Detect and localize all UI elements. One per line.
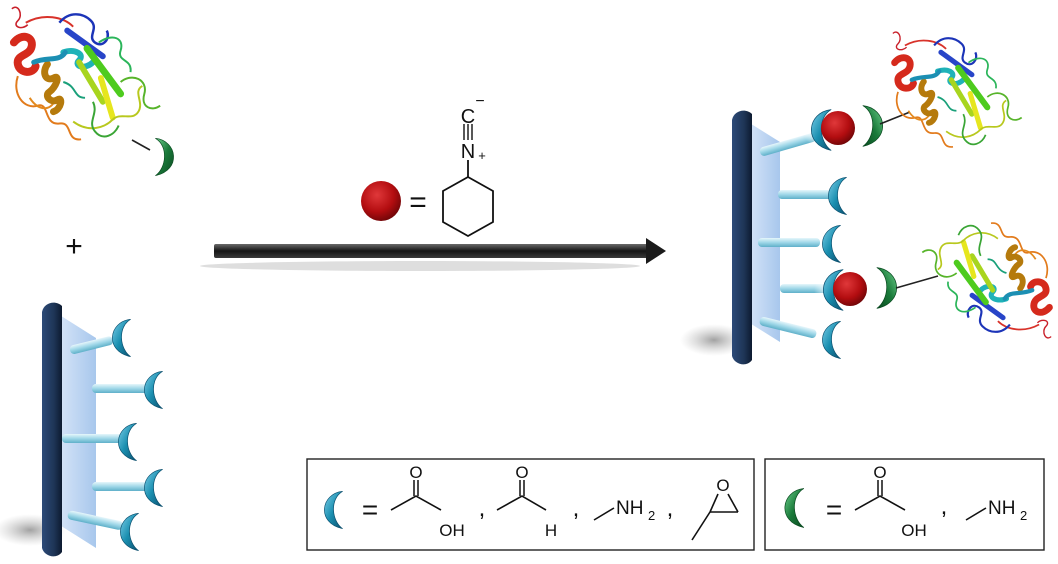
blue-crescent-icon [144, 370, 163, 410]
green-crescent-icon [155, 137, 174, 177]
legend-green-crescent: = O OH , NH 2 [764, 458, 1045, 551]
svg-text:,: , [479, 495, 486, 522]
svg-text:=: = [409, 186, 427, 219]
svg-text:=: = [362, 494, 378, 525]
reaction-arrow [200, 238, 666, 271]
amine-structure: NH 2 [593, 498, 655, 523]
conjugate-lower [814, 223, 1051, 338]
svg-text:2: 2 [1020, 508, 1027, 523]
svg-text:2: 2 [648, 508, 655, 523]
legend-blue-crescent: = O OH , O H , NH 2 , [306, 458, 755, 551]
immobilized-product [680, 32, 1051, 365]
svg-text:O: O [873, 463, 886, 482]
blue-crescent-icon [120, 512, 139, 552]
svg-text:NH: NH [616, 498, 643, 519]
svg-text:N: N [461, 141, 475, 163]
blue-crescent-icon [828, 176, 847, 216]
svg-text:+: + [478, 148, 486, 163]
svg-text:=: = [826, 494, 842, 525]
svg-text:O: O [409, 463, 422, 482]
blue-crescent-icon [112, 318, 131, 358]
svg-text:,: , [667, 495, 674, 522]
red-bead-icon [833, 272, 867, 306]
svg-text:−: − [475, 93, 484, 110]
plus-sign: + [65, 230, 83, 263]
svg-text:OH: OH [901, 521, 927, 540]
blue-crescent-icon [118, 422, 137, 462]
amine-structure: NH 2 [965, 498, 1027, 523]
red-bead-icon [361, 181, 401, 221]
svg-text:C: C [461, 106, 475, 128]
red-bead-icon [821, 111, 855, 145]
linker-stems [62, 336, 150, 530]
blue-crescent-icon [144, 468, 163, 508]
epoxide-structure: O [691, 476, 739, 541]
protein-free [12, 7, 174, 177]
carboxylic-acid-structure: O OH [390, 463, 465, 540]
svg-text:H: H [545, 521, 557, 540]
svg-text:,: , [573, 495, 580, 522]
blue-crescent-icon [822, 224, 841, 264]
isocyanide-reagent: = N + C − [361, 93, 494, 238]
svg-text:,: , [941, 493, 948, 520]
blue-crescent-icon [822, 320, 841, 360]
svg-text:O: O [515, 463, 528, 482]
svg-text:OH: OH [439, 521, 465, 540]
conjugate-upper [802, 32, 1022, 156]
svg-text:NH: NH [988, 498, 1015, 519]
svg-text:O: O [716, 476, 729, 495]
functionalized-support [0, 302, 163, 557]
aldehyde-structure: O H [496, 463, 557, 540]
carboxylic-acid-structure: O OH [854, 463, 927, 540]
